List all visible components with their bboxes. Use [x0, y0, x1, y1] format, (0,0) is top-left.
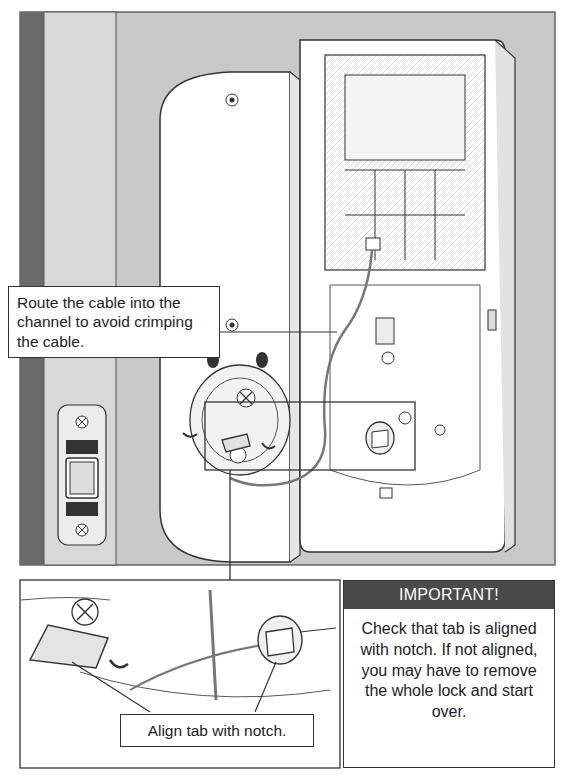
- interior-housing: [300, 40, 505, 552]
- tab: [30, 625, 108, 668]
- notch: [372, 430, 388, 448]
- back-plate: [230, 323, 235, 328]
- detail-frame: [205, 402, 415, 580]
- tab: [222, 434, 250, 452]
- important-box: IMPORTANT!Check that tab is aligned with…: [343, 580, 555, 768]
- interior-housing: [345, 75, 465, 160]
- inset-panel: [20, 580, 340, 768]
- back-plate: [183, 433, 197, 437]
- warning-heading: IMPORTANT!: [344, 581, 554, 609]
- interior-housing: [376, 318, 394, 344]
- interior-housing: [330, 285, 480, 485]
- cable: [230, 250, 372, 485]
- callout-box: Align tab with notch.: [120, 714, 314, 747]
- strike-plate: [70, 462, 94, 494]
- callout-text: Route the cable into the channel to avoi…: [17, 293, 211, 351]
- detail-frame: [229, 470, 230, 580]
- back-plate: [202, 378, 278, 462]
- connector: [366, 238, 380, 250]
- strike-plate: [58, 405, 106, 545]
- inset-panel: [80, 672, 330, 697]
- warning-text: Check that tab is aligned with notch. If…: [344, 609, 554, 733]
- leader-tab: [72, 662, 150, 712]
- inset-panel: [72, 599, 98, 625]
- callout-text: Align tab with notch.: [129, 721, 305, 740]
- callout-box: Route the cable into the channel to avoi…: [8, 286, 220, 358]
- interior-housing: [345, 170, 465, 260]
- leader-route: [220, 331, 337, 332]
- strike-plate: [66, 440, 98, 454]
- interior-housing: [435, 425, 445, 435]
- interior-housing: [380, 488, 392, 498]
- strike-plate: [58, 405, 106, 545]
- strike-plate: [66, 458, 98, 498]
- inset-panel: [21, 598, 110, 601]
- notch: [266, 628, 294, 656]
- back-plate: [262, 443, 275, 448]
- back-plate: [230, 98, 235, 103]
- interior-housing: [495, 40, 515, 552]
- strike-plate: [78, 526, 86, 534]
- interior-housing: [366, 422, 394, 454]
- inset-panel: [258, 616, 302, 664]
- interior-housing: [488, 310, 496, 330]
- strike-plate: [78, 418, 86, 426]
- back-plate: [226, 319, 238, 331]
- strike-plate: [66, 502, 98, 516]
- interior-housing: [300, 40, 515, 552]
- back-plate: [290, 72, 300, 562]
- back-plate: [256, 352, 268, 368]
- inset-panel: [77, 604, 93, 620]
- inset-panel: [210, 590, 216, 700]
- detail-frame: [205, 402, 415, 470]
- cable: [230, 250, 372, 485]
- leader-route: [220, 332, 337, 333]
- leader-notch: [255, 662, 276, 712]
- inset-panel: [20, 580, 340, 768]
- inset-panel: [110, 660, 128, 667]
- back-plate: [226, 94, 238, 106]
- interior-housing: [399, 412, 411, 424]
- back-plate: [237, 389, 255, 407]
- battery-compartment: [325, 55, 485, 270]
- strike-plate: [76, 524, 88, 536]
- interior-housing: [382, 352, 394, 364]
- inset-panel: [300, 628, 336, 632]
- strike-plate: [76, 416, 88, 428]
